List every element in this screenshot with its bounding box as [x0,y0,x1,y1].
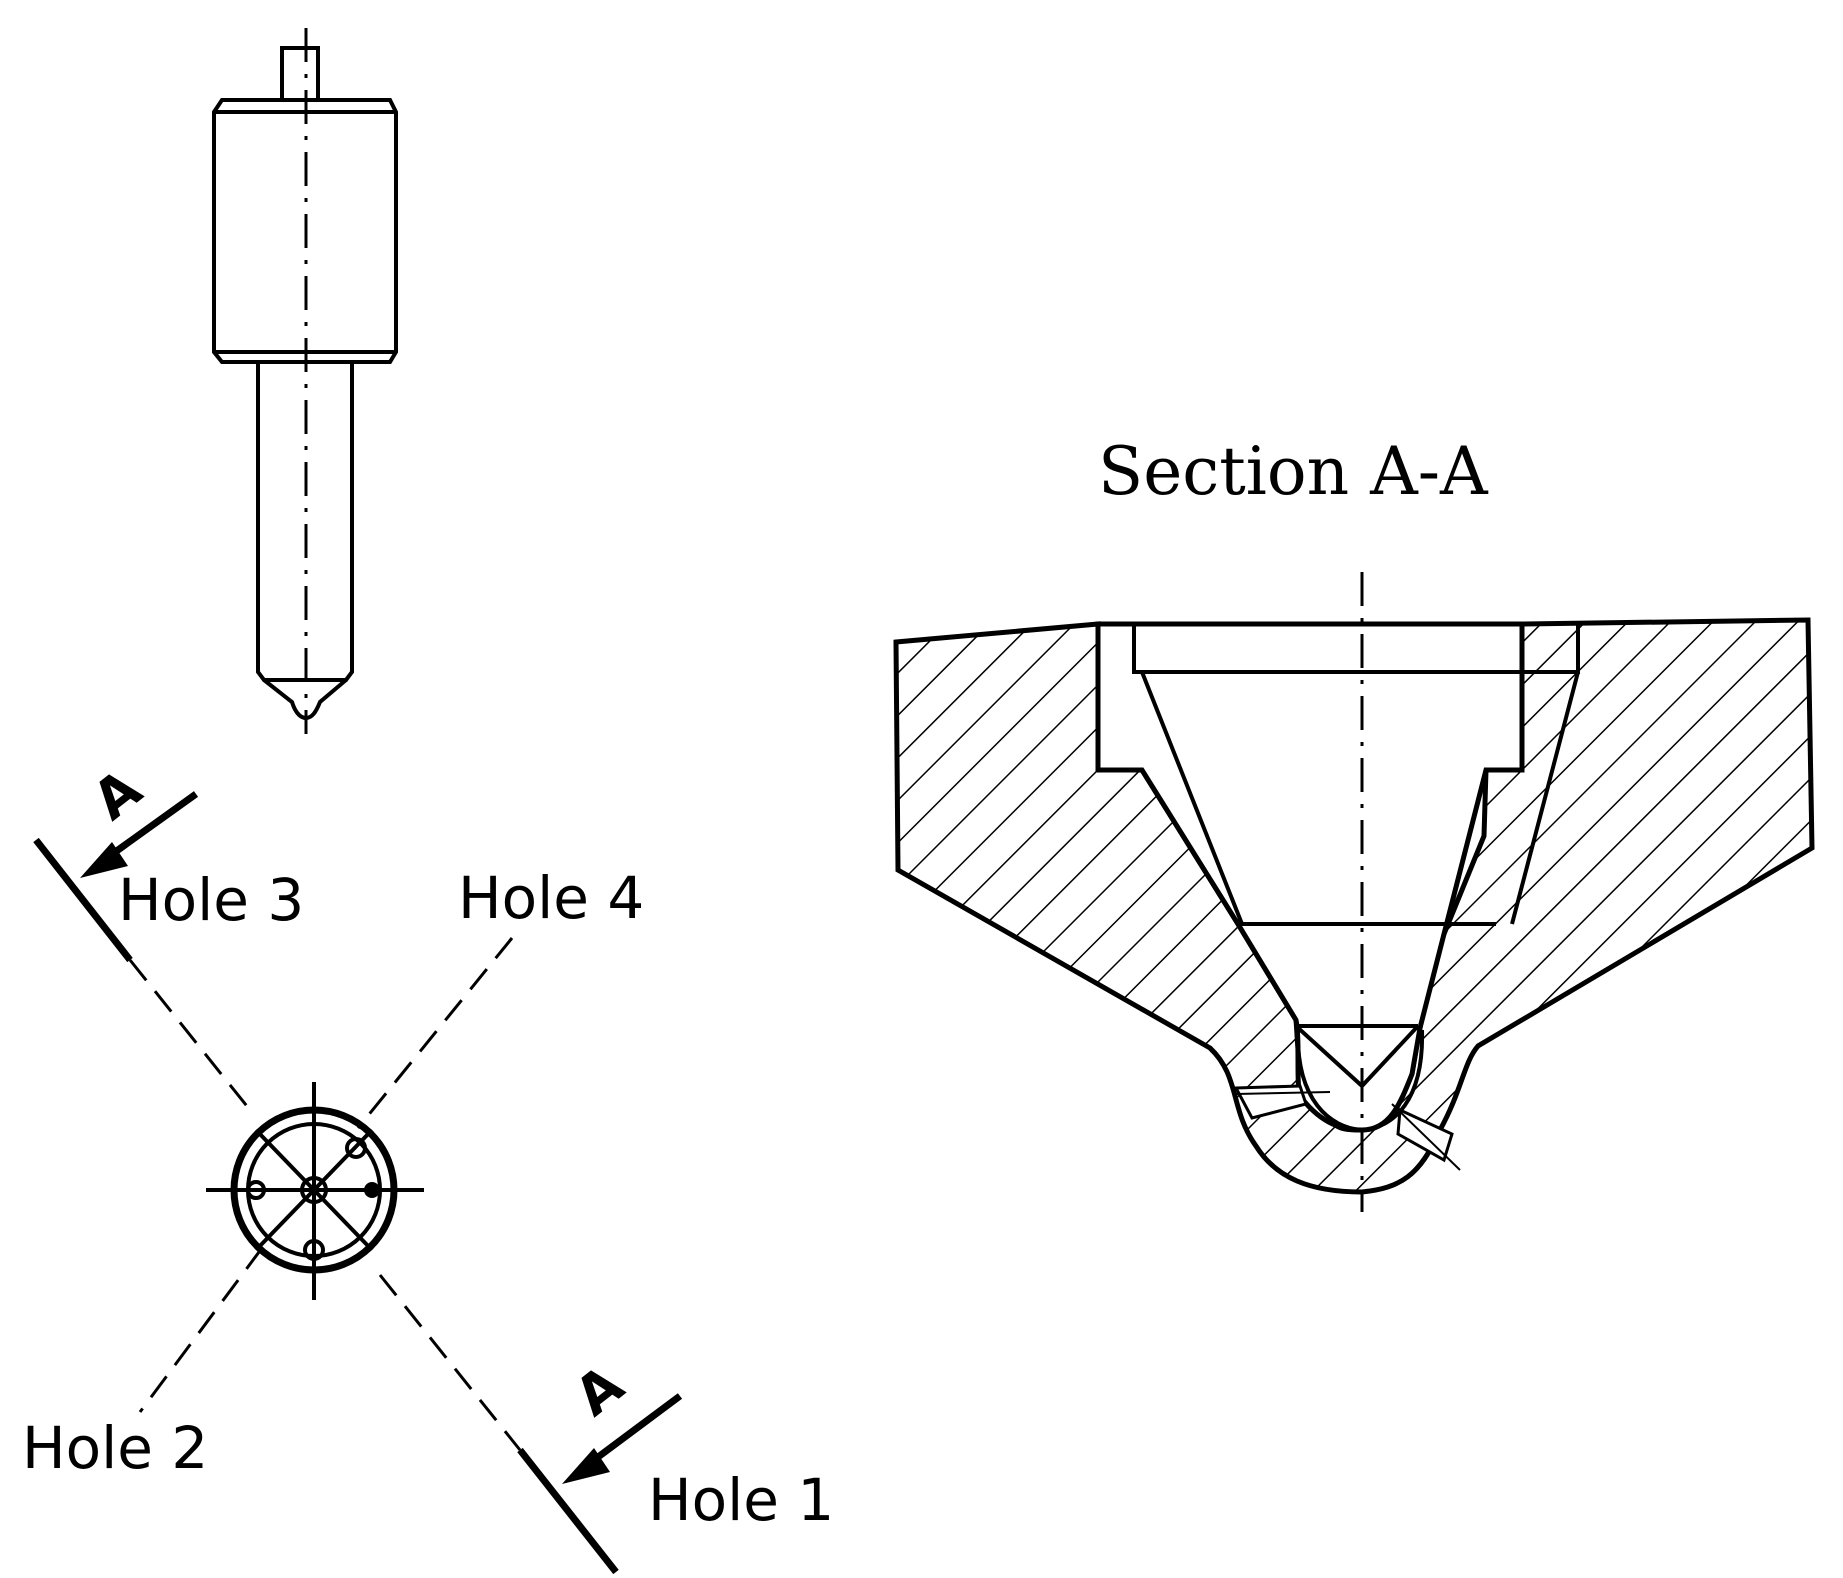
section-line-bottom-segment [517,1447,619,1575]
section-line-top-dash [128,959,252,1111]
section-line-bottom-dash [378,1274,522,1451]
section-marker-a-bottom: A [563,1353,635,1429]
label-hole-1: Hole 1 [648,1466,834,1534]
section-arrow-bottom [583,1393,683,1469]
nozzle-side-view [212,28,398,734]
hole-4-axis [356,937,514,1129]
section-arrow-top [101,791,199,863]
center-hole-marker [300,1176,328,1204]
seat-rim [1132,624,1580,674]
label-hole-3: Hole 3 [118,866,304,934]
section-line-top-segment [33,837,133,963]
nozzle-pin [280,46,320,102]
hole-marker-right [364,1182,380,1198]
section-arrowhead-top [80,842,128,878]
section-arrowhead-bottom [562,1448,610,1484]
hole-marker-top-right [345,1137,367,1159]
section-title: Section A-A [1098,433,1489,510]
nozzle-body [212,98,398,364]
hole-marker-left [246,1180,266,1200]
hole-2-axis [138,1247,264,1413]
section-a-a-view [893,572,1815,1212]
hole-layout-view [33,791,683,1575]
sac-arc [1295,1029,1425,1133]
label-hole-2: Hole 2 [22,1414,208,1482]
label-hole-4: Hole 4 [458,864,644,932]
hole-marker-bottom [303,1239,325,1261]
section-marker-a-top: A [81,757,153,833]
